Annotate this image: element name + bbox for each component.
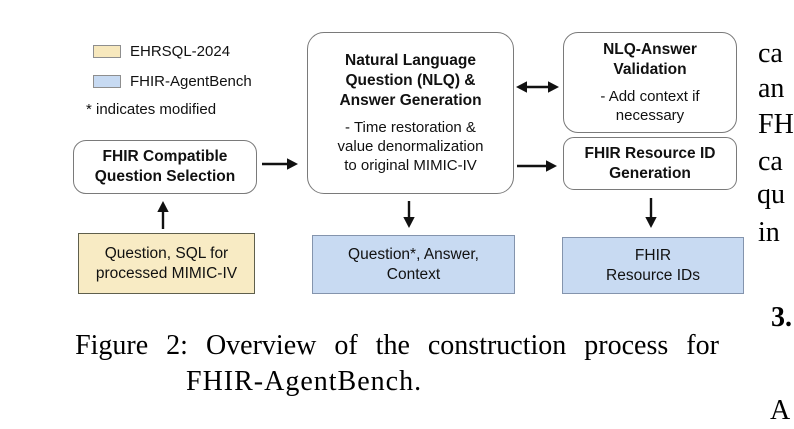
databox-question-answer-context: Question*, Answer, Context	[312, 235, 515, 294]
figure-caption-line2: FHIR-AgentBench.	[186, 366, 423, 397]
adjacent-column-fragment: ca	[758, 38, 783, 69]
node-title: NLQ-Answer Validation	[603, 41, 697, 78]
arrow-nlq-to-context-icon	[403, 201, 415, 228]
arrow-nlq-validation-bidirectional-icon	[516, 81, 559, 93]
agentbench-color-swatch-icon	[93, 75, 121, 88]
node-fhir-compatible-question-selection: FHIR Compatible Question Selection	[73, 140, 257, 194]
adjacent-column-fragment: A	[770, 395, 791, 426]
adjacent-column-fragment: ca	[758, 146, 783, 177]
node-title: Natural Language Question (NLQ) & Answer…	[339, 52, 482, 109]
figure-caption-line1: Figure 2: Overview of the construction p…	[75, 330, 719, 361]
databox-question-sql-mimic: Question, SQL for processed MIMIC-IV	[78, 233, 255, 294]
legend-note-modified: * indicates modified	[86, 101, 217, 118]
legend-item-agentbench: FHIR-AgentBench	[93, 74, 252, 89]
node-nlq-answer-validation: NLQ-Answer Validation - Add context if n…	[563, 32, 737, 133]
node-title: FHIR Resource ID Generation	[584, 144, 716, 182]
arrow-nlq-to-resourcegen-icon	[517, 160, 557, 172]
adjacent-column-fragment: qu	[757, 179, 785, 210]
legend-label-ehrsql: EHRSQL-2024	[130, 43, 231, 60]
arrow-sql-to-selection-icon	[157, 201, 169, 229]
legend-item-ehrsql: EHRSQL-2024	[93, 44, 230, 59]
legend-label-agentbench: FHIR-AgentBench	[130, 73, 252, 90]
adjacent-column-fragment: FH	[758, 109, 794, 140]
adjacent-column-fragment: in	[758, 217, 780, 248]
node-note: - Add context if necessary	[600, 88, 700, 124]
arrow-resourcegen-to-ids-icon	[645, 198, 657, 228]
ehrsql-color-swatch-icon	[93, 45, 121, 58]
adjacent-column-section-number: 3.	[771, 302, 792, 333]
adjacent-column-fragment: an	[758, 73, 785, 104]
node-title: FHIR Compatible Question Selection	[94, 148, 236, 185]
node-nlq-answer-generation: Natural Language Question (NLQ) & Answer…	[307, 32, 514, 194]
databox-fhir-resource-ids: FHIR Resource IDs	[562, 237, 744, 294]
arrow-selection-to-nlq-icon	[262, 158, 298, 170]
node-fhir-resource-id-generation: FHIR Resource ID Generation	[563, 137, 737, 190]
node-note: - Time restoration & value denormalizati…	[337, 119, 484, 174]
